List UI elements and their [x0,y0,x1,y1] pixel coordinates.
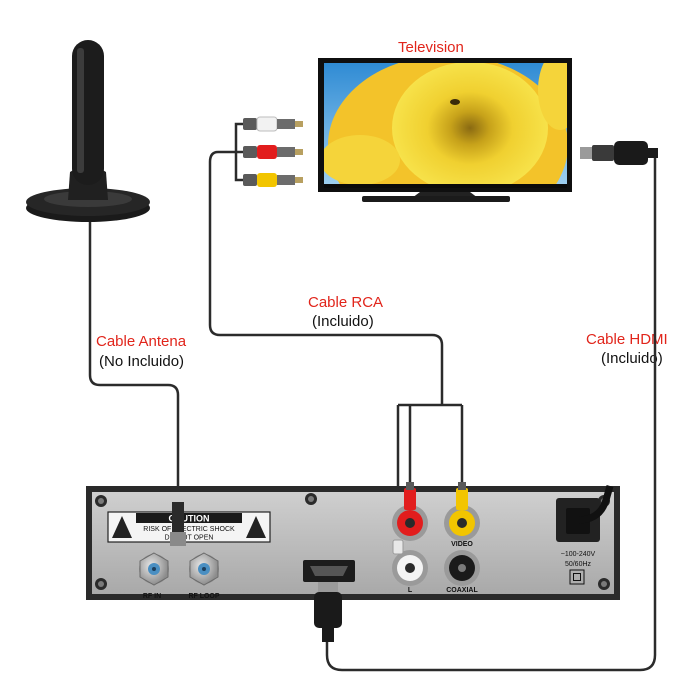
hdmi-cable-sublabel: (Incluido) [601,350,663,367]
rca-plug-red [243,145,303,159]
audio-l-socket [392,550,428,586]
caution-line-1: RISK OF ELECTRIC SHOCK [143,526,235,533]
rf-in-connector [139,552,169,586]
hdmi-plug-box [314,582,342,642]
rca-plug-yellow-box [456,482,468,510]
caution-line-2: DO NOT OPEN [165,535,214,542]
rca-plug-yellow [243,173,303,187]
antenna-cable [88,215,180,520]
rca-plug-white [243,116,303,132]
antenna [26,40,150,222]
hdmi-cable [325,153,657,672]
power-label-2: 50/60Hz [565,561,592,568]
hdmi-cable-label: Cable HDMI [586,331,668,348]
video-label: VIDEO [451,541,473,548]
rca-cable [208,150,444,405]
power-label-1: ~100-240V [561,551,596,558]
television [318,58,572,202]
power-cord [577,485,614,524]
video-socket [444,505,480,541]
coaxial-socket [444,550,480,586]
hdmi-plug-tv [580,141,658,165]
set-top-box-panel: CAUTION RISK OF ELECTRIC SHOCK DO NOT OP… [86,482,620,600]
rca-cable-label: Cable RCA [308,294,384,311]
rf-in-label: RF IN [143,593,161,600]
antenna-cable-sublabel: (No Incluido) [99,353,185,370]
rf-loop-connector [189,552,219,586]
rf-loop-label: RF LOOP [188,593,219,600]
antenna-cable-label: Cable Antena [96,333,187,350]
hdmi-port [303,560,355,582]
audio-r-socket [392,505,428,541]
rca-cable-sublabel: (Incluido) [312,313,374,330]
coaxial-label: COAXIAL [446,587,478,594]
audio-l-label: L [408,587,413,594]
rca-plug-red-box [404,482,416,510]
double-insulation-symbol [569,569,585,585]
antenna-plug [170,502,186,546]
caution-title: CAUTION [169,514,210,524]
rca-plug-white-box [392,539,404,555]
television-label: Television [398,39,464,56]
